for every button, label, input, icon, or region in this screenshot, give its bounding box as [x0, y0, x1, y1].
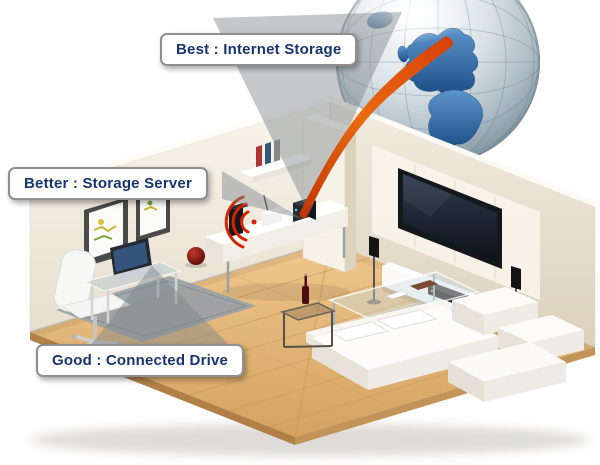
tv: [398, 168, 502, 269]
receiver-led: [430, 289, 434, 293]
sofa: [306, 300, 498, 390]
book: [265, 142, 271, 166]
room-illustration: [29, 96, 596, 456]
book: [256, 145, 262, 169]
wifi-source-dot: [251, 219, 257, 225]
globe-highlight: [342, 0, 470, 44]
status-led: [294, 208, 298, 212]
swoosh-arrow: [299, 36, 454, 219]
beam-to-server: [222, 171, 303, 219]
continent-africa: [428, 89, 484, 150]
tray: [410, 280, 438, 290]
wall-shelf: [240, 139, 312, 183]
cushion: [328, 321, 390, 342]
book: [274, 139, 280, 163]
office-rug: [56, 276, 256, 342]
glass-top: [327, 271, 481, 321]
ottoman: [448, 342, 566, 402]
chair-backrest: [54, 249, 96, 313]
laptop-base: [110, 265, 164, 282]
side-table: [279, 274, 337, 348]
wifi-waves-icon: [224, 195, 250, 249]
wifi-router: [262, 195, 288, 227]
globe-continents: [366, 11, 484, 150]
beam-to-drive: [88, 266, 233, 349]
callout-best-internet-storage: Best : Internet Storage: [160, 33, 358, 66]
tv-screen: [403, 174, 497, 262]
antenna: [263, 195, 269, 213]
wine-bottle: [302, 274, 309, 304]
red-bag: [185, 247, 207, 268]
speaker-left: [367, 236, 381, 305]
cushion: [376, 309, 438, 330]
callout-good-connected-drive: Good : Connected Drive: [36, 344, 245, 377]
callout-better-storage-server: Better : Storage Server: [8, 167, 208, 200]
laptop: [110, 238, 164, 282]
armchair-1: [452, 287, 538, 335]
chair-seat: [60, 293, 132, 319]
remote: [385, 290, 409, 300]
